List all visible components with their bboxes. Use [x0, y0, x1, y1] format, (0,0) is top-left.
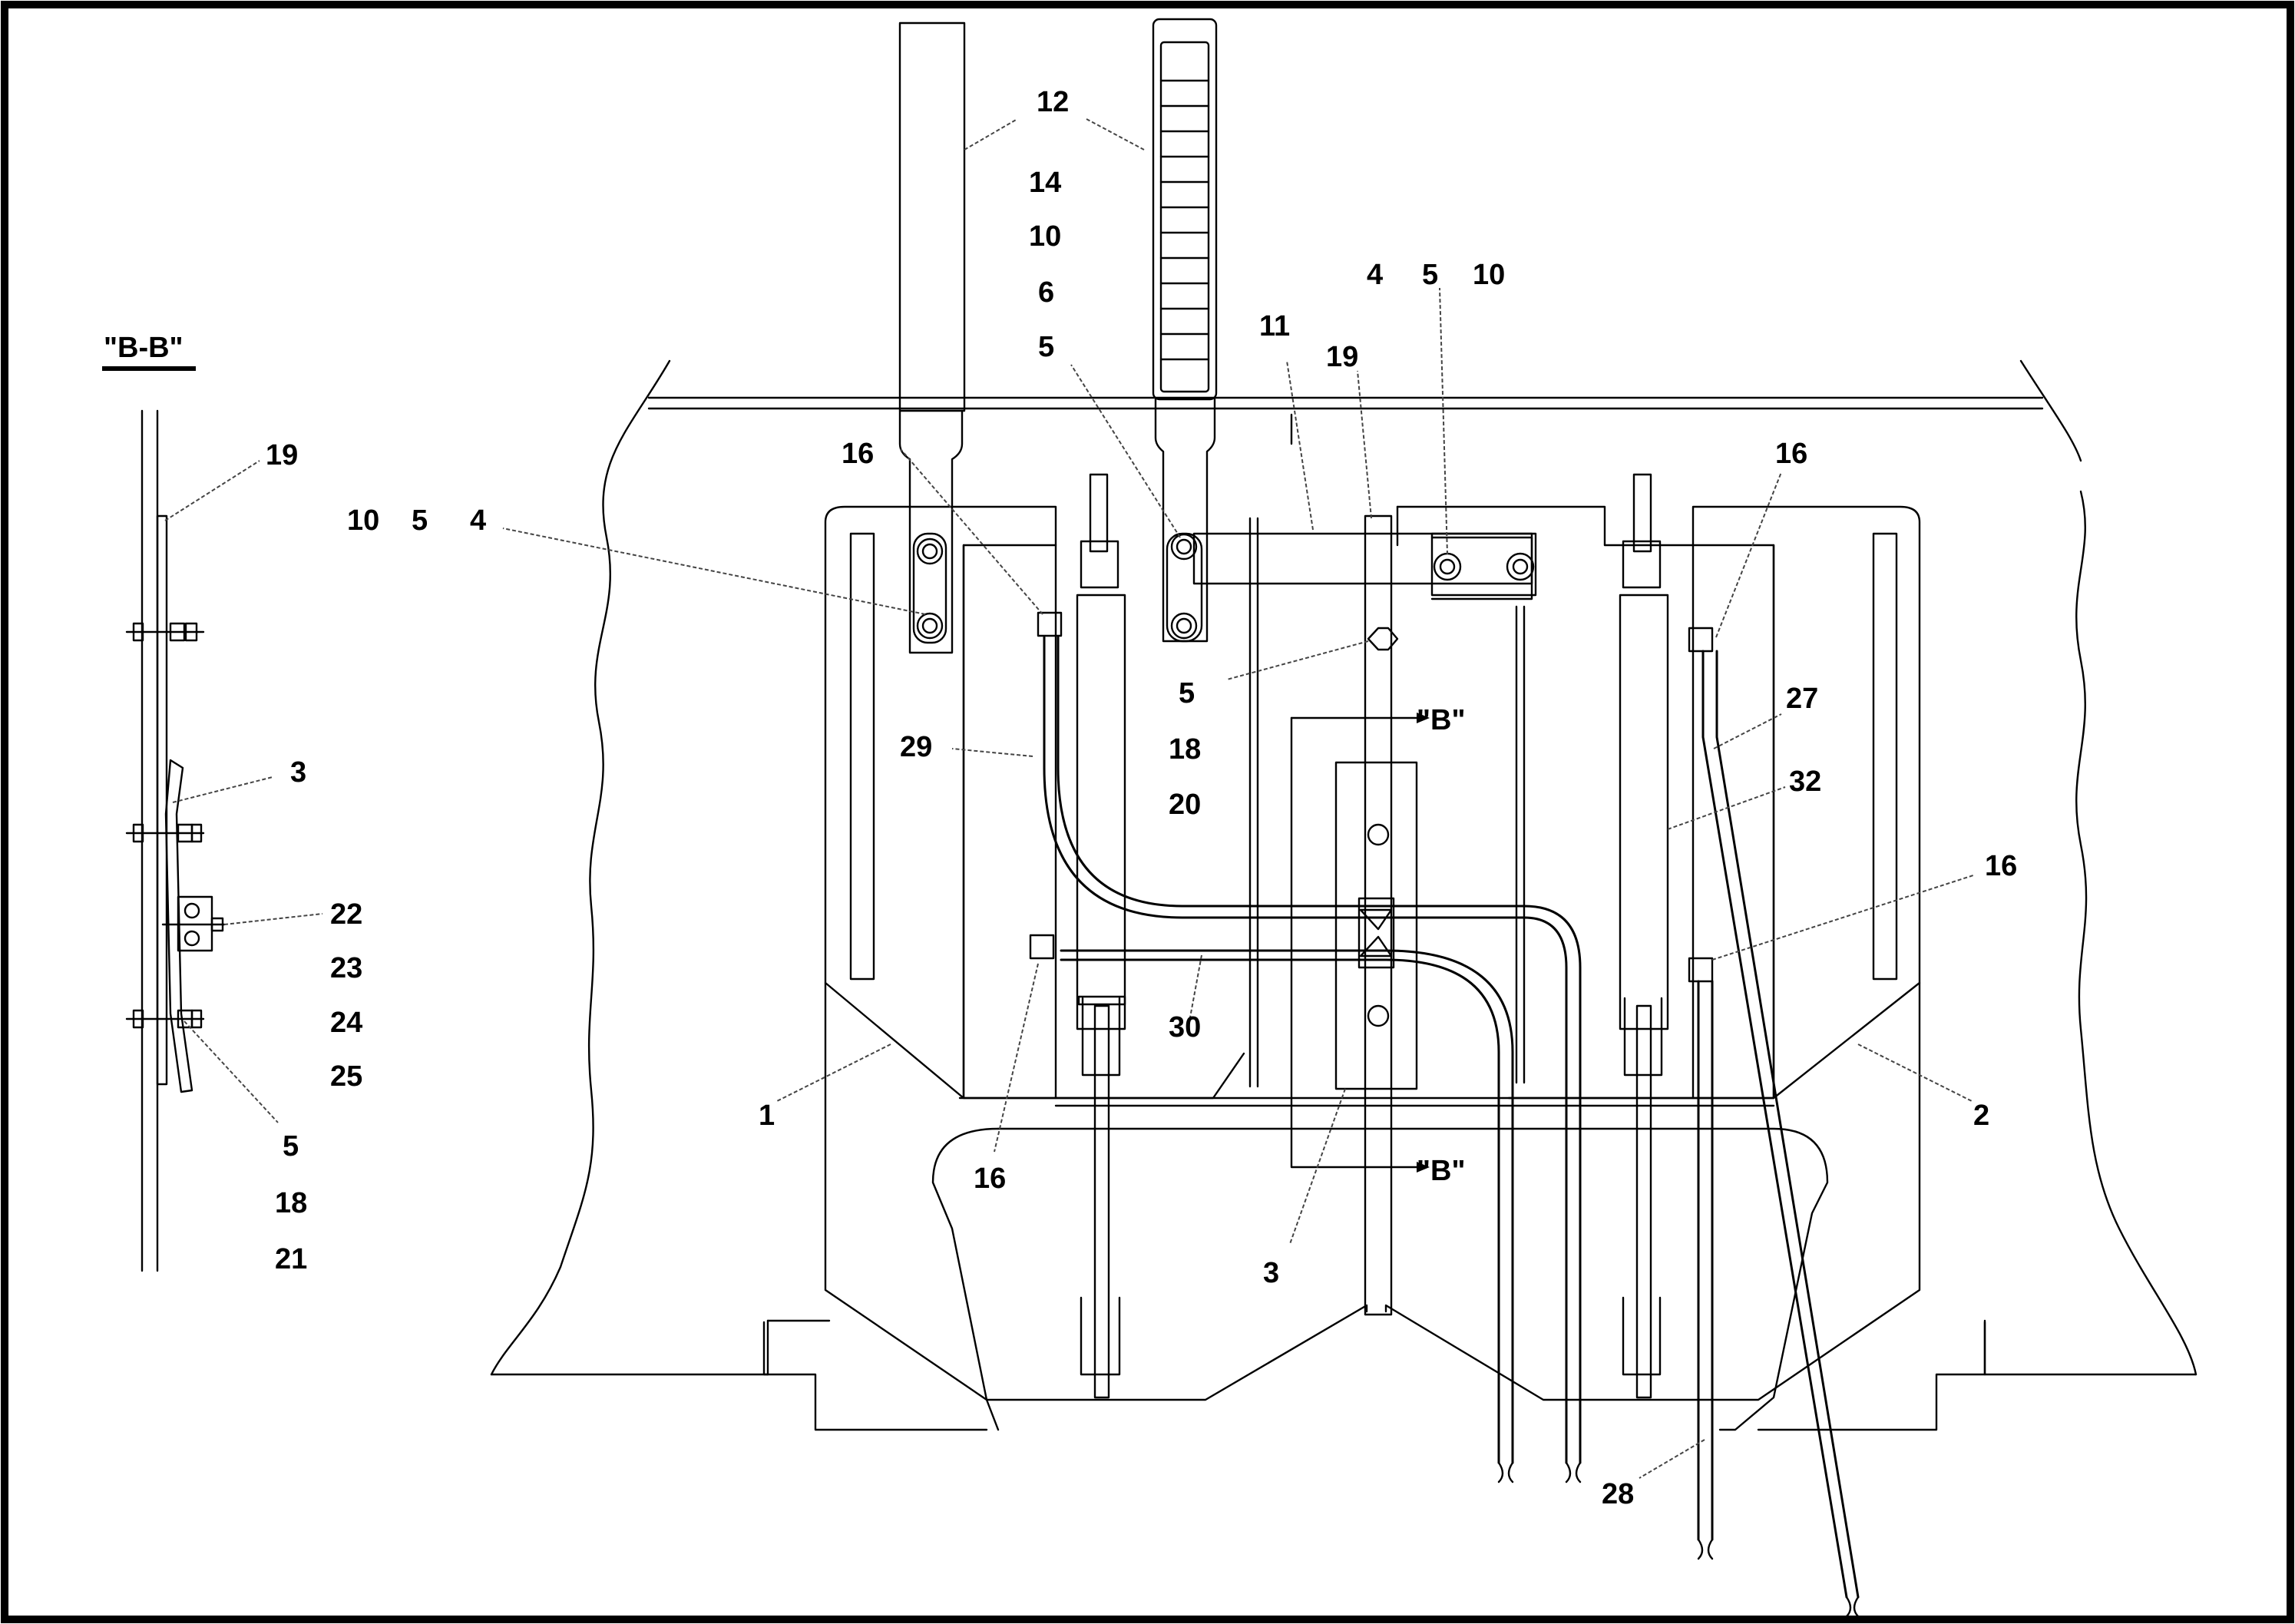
- callout-3: 3: [290, 756, 306, 789]
- callout-20: 20: [1169, 789, 1201, 821]
- section-view-title: "B-B": [104, 332, 184, 364]
- callout-12: 12: [1037, 86, 1069, 118]
- bolt-group-middle: [125, 823, 205, 843]
- callout-16: 16: [974, 1163, 1006, 1195]
- callout-18: 18: [1169, 733, 1201, 766]
- break-line-left: [490, 359, 671, 1376]
- callout-2: 2: [1973, 1100, 1989, 1132]
- callout-27: 27: [1786, 683, 1818, 715]
- break-line-right: [2019, 359, 2082, 462]
- grip-ribs: [1159, 79, 1210, 361]
- section-mark-b-bottom: "B": [1417, 1155, 1465, 1187]
- hose-29: [1043, 636, 1568, 1464]
- callout-18: 18: [275, 1187, 307, 1219]
- callouts: 12 14 10 6 5 4 5 10 11 19 16 10 5 4 16 5…: [347, 86, 2017, 1510]
- bolt-group-top: [125, 622, 205, 642]
- callout-22: 22: [330, 898, 362, 931]
- callout-4: 4: [1367, 259, 1383, 291]
- callout-16: 16: [842, 438, 874, 470]
- bolt-group-bottom: [125, 1009, 205, 1029]
- callout-4: 4: [470, 504, 486, 537]
- link-bar: [1192, 532, 1533, 585]
- callout-16: 16: [1985, 850, 2017, 882]
- callout-5: 5: [412, 504, 428, 537]
- callout-30: 30: [1169, 1011, 1201, 1044]
- right-compartment: [1691, 505, 1921, 1100]
- section-view-b-b: "B-B": [102, 332, 362, 1275]
- callout-5: 5: [1038, 331, 1054, 363]
- callout-16: 16: [1775, 438, 1807, 470]
- cylinder-right: [1619, 473, 1669, 1399]
- lever-right: [1152, 18, 1218, 643]
- callout-24: 24: [330, 1007, 362, 1039]
- callout-6: 6: [1038, 276, 1054, 309]
- clamp-block: [161, 895, 226, 952]
- callout-10: 10: [347, 504, 379, 537]
- hose-27: [1701, 650, 1848, 1599]
- lever-left: [898, 21, 966, 654]
- callout-28: 28: [1602, 1478, 1634, 1510]
- callout-19: 19: [1326, 341, 1358, 373]
- callout-25: 25: [330, 1060, 362, 1093]
- cylinder-left: [1076, 473, 1126, 1399]
- callout-5: 5: [1422, 259, 1438, 291]
- callout-19: 19: [266, 439, 298, 471]
- callout-3: 3: [1263, 1257, 1279, 1289]
- section-mark-b-top: "B": [1417, 704, 1465, 736]
- callout-5: 5: [283, 1130, 299, 1163]
- callout-10: 10: [1029, 220, 1061, 253]
- sleeve-block: [1334, 761, 1418, 1090]
- leader-lines: [502, 118, 1974, 1479]
- hose-30: [1060, 949, 1514, 1464]
- callout-21: 21: [275, 1243, 307, 1275]
- callout-32: 32: [1789, 766, 1821, 798]
- callout-5: 5: [1179, 677, 1195, 709]
- main-view: "B" "B" 12 14: [347, 18, 2197, 1618]
- callout-11: 11: [1259, 310, 1290, 342]
- left-compartment: [824, 505, 1057, 1100]
- callout-29: 29: [900, 731, 932, 763]
- callout-1: 1: [759, 1100, 775, 1132]
- callout-14: 14: [1029, 167, 1061, 199]
- callout-23: 23: [330, 952, 362, 984]
- callout-10: 10: [1473, 259, 1505, 291]
